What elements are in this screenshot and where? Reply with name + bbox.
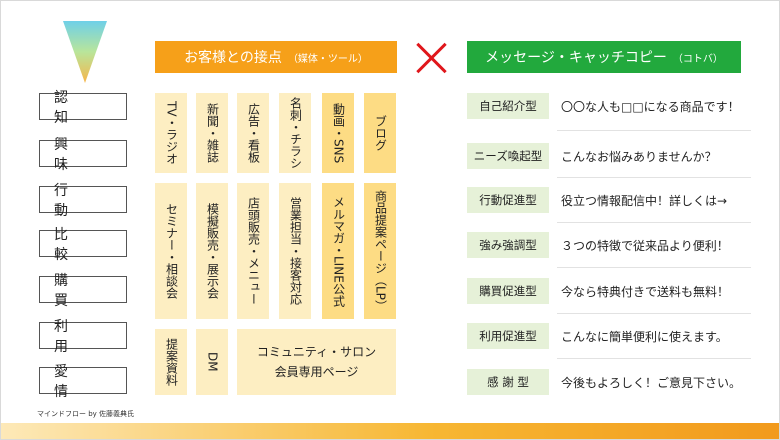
touchpoint-cell: DM <box>196 329 228 395</box>
message-text: 今なら特典付きで送料も無料！ <box>561 284 730 299</box>
message-text: こんなお悩みありませんか？ <box>561 149 717 164</box>
touchpoint-cell: 模擬販売・展示会 <box>196 183 228 319</box>
message-text: ３つの特徴で従来品より便利！ <box>561 238 729 253</box>
touchpoint-cell: メルマガ・LINE公式 <box>322 183 354 319</box>
message-type: ニーズ喚起型 <box>467 143 549 169</box>
divider <box>557 222 751 223</box>
divider <box>557 313 751 314</box>
stage-interest: 興 味 <box>39 137 127 173</box>
touchpoint-cell: 提案資料 <box>155 329 187 395</box>
touchpoint-header: お客様との接点 （媒体・ツール） <box>155 41 397 73</box>
stage-comparison: 比 較 <box>39 227 127 263</box>
message-type: 自己紹介型 <box>467 93 549 119</box>
bottom-gradient-bar <box>1 423 779 439</box>
touchpoint-cell: TV・ラジオ <box>155 93 187 173</box>
touchpoint-cell: 店頭販売・メニュー <box>237 183 269 319</box>
message-type: 感 謝 型 <box>467 369 549 395</box>
stage-loyalty: 愛 情 <box>39 364 127 400</box>
stage-awareness: 認 知 <box>39 90 127 126</box>
divider <box>557 177 751 178</box>
divider <box>557 130 751 131</box>
touchpoint-cell: 商品提案ページ（LP） <box>364 183 396 319</box>
message-header-sub: （コトバ） <box>672 53 723 65</box>
touchpoint-cell: 名刺・チラシ <box>279 93 311 173</box>
touchpoint-cell: 動画・SNS <box>322 93 354 173</box>
message-header-title: メッセージ・キャッチコピー <box>485 50 667 66</box>
footer-credit: マインドフロー by 佐藤義典氏 <box>37 410 135 418</box>
message-type: 利用促進型 <box>467 323 549 349</box>
touchpoint-header-title: お客様との接点 <box>184 50 282 66</box>
touchpoint-cell: ブログ <box>364 93 396 173</box>
message-header: メッセージ・キャッチコピー （コトバ） <box>467 41 741 73</box>
stage-purchase: 購 買 <box>39 273 127 309</box>
community-cell: コミュニティ・サロン 会員専用ページ <box>237 329 396 395</box>
message-text: 今後もよろしく！ご意見下さい。 <box>561 375 742 390</box>
touchpoint-cell: 新聞・雑誌 <box>196 93 228 173</box>
message-text: 役立つ情報配信中！詳しくは→ <box>561 193 728 208</box>
cross-icon <box>415 41 449 75</box>
message-text: こんなに簡単便利に使えます。 <box>561 329 728 344</box>
touchpoint-cell: 広告・看板 <box>237 93 269 173</box>
divider <box>557 358 751 359</box>
funnel-icon <box>63 21 107 83</box>
message-text: 〇〇な人も□□になる商品です！ <box>561 99 740 114</box>
message-type: 購買促進型 <box>467 278 549 304</box>
divider <box>557 267 751 268</box>
stage-usage: 利 用 <box>39 319 127 355</box>
touchpoint-cell: セミナー・相談会 <box>155 183 187 319</box>
message-type: 行動促進型 <box>467 187 549 213</box>
stage-action: 行 動 <box>39 183 127 219</box>
message-type: 強み強調型 <box>467 232 549 258</box>
touchpoint-header-sub: （媒体・ツール） <box>287 53 368 65</box>
touchpoint-cell: 営業担当・接客対応 <box>279 183 311 319</box>
